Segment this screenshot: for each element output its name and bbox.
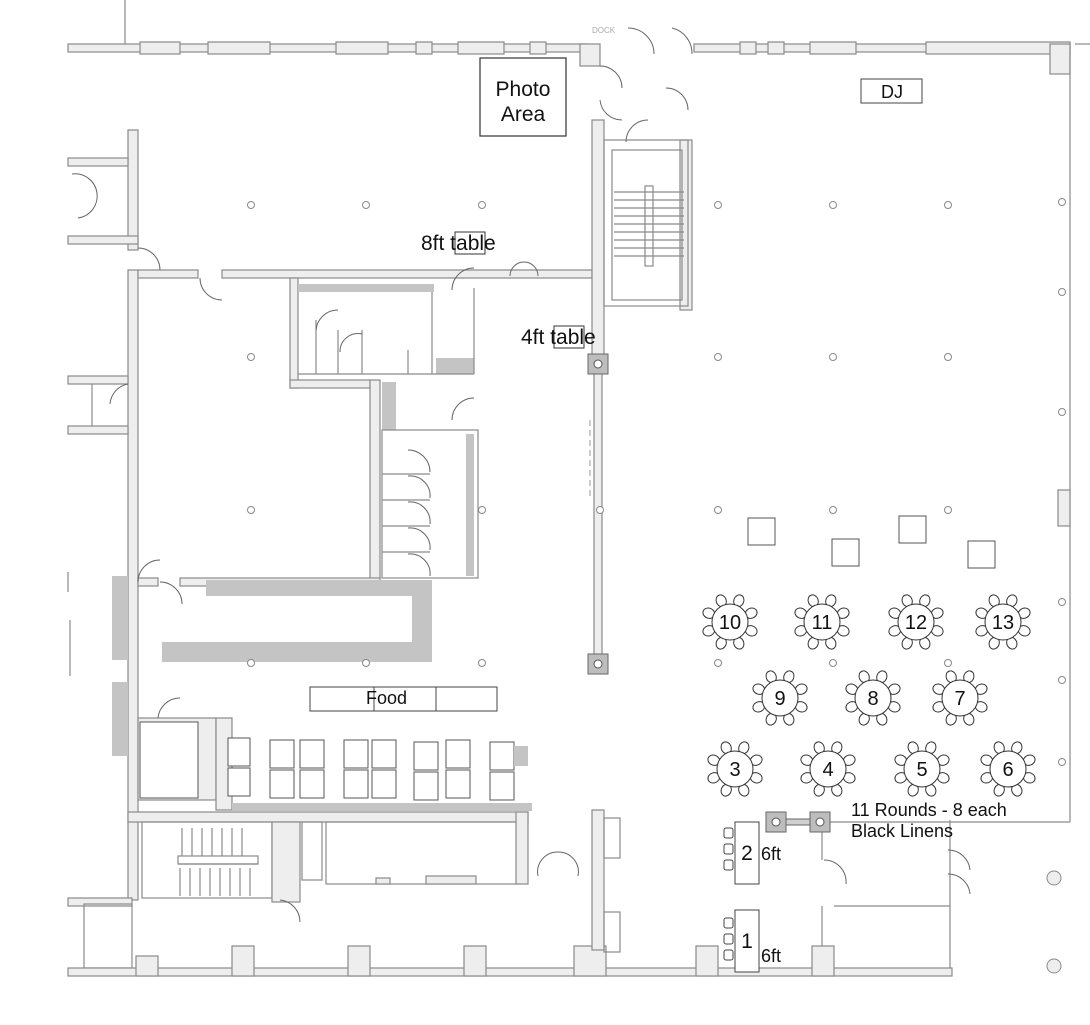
photo-area-label-line2: Area [501,103,546,126]
round-table-6: 6 [980,741,1036,797]
round-table-number: 3 [729,759,740,781]
columns [247,198,1066,766]
8ft-table-label: 8ft table [421,232,496,255]
rect-table-2-number: 2 [741,842,753,865]
food-table-center [373,686,437,712]
round-table-number: 7 [954,688,965,710]
round-table-number: 5 [916,759,927,781]
round-table-8: 8 [845,670,901,726]
round-table-number: 11 [812,612,833,634]
round-table-number: 9 [774,688,785,710]
8ft-table [454,231,486,255]
round-table-top [716,750,754,788]
round-table-number: 13 [992,612,1014,634]
rect-table-1-size: 6ft [761,946,781,966]
office-block [137,277,479,662]
round-table-5: 5 [894,741,950,797]
dj-booth [860,78,923,104]
partition-beam [587,353,609,675]
round-table-top [803,603,841,641]
rect-table-1 [723,909,760,973]
round-table-11: 11 [794,594,850,650]
booth-seating [227,737,528,801]
food-label: Food [366,688,407,708]
rounds-note-line1: 11 Rounds - 8 each [851,800,1007,820]
food-table-left [309,686,375,712]
round-table-top [897,603,935,641]
square-tables [747,515,996,569]
photo-area-label-line1: Photo [496,78,551,101]
round-table-top [711,603,749,641]
round-table-top [903,750,941,788]
round-table-top [941,679,979,717]
round-table-top [809,750,847,788]
bottom-structures [67,717,1062,977]
rect-table-1-number: 1 [741,930,753,953]
round-table-top [761,679,799,717]
dj-label: DJ [881,82,903,102]
rect-table-2-size: 6ft [761,844,781,864]
round-table-number: 4 [822,759,833,781]
4ft-table-label: 4ft table [521,326,596,349]
round-table-top [989,750,1027,788]
round-table-4: 4 [800,741,856,797]
rounds-note-line2: Black Linens [851,821,953,841]
round-table-number: 12 [905,612,927,634]
round-table-10: 10 [702,594,758,650]
round-table-top [984,603,1022,641]
round-table-number: 8 [867,688,878,710]
stair-core-top [591,119,693,361]
rect-table-2 [723,821,760,885]
round-table-3: 3 [707,741,763,797]
round-tables: 10 11 12 13 9 8 7 3 4 5 6 [702,594,1036,797]
food-table-right [435,686,498,712]
round-table-7: 7 [932,670,988,726]
round-table-top [854,679,892,717]
doors [71,27,971,923]
round-table-number: 10 [719,612,741,634]
dock-label: DOCK [592,26,616,35]
round-table-12: 12 [888,594,944,650]
post-pair [765,811,831,833]
photo-area-box [479,57,567,137]
exterior-walls [67,0,1090,823]
4ft-table [553,325,585,349]
round-table-13: 13 [975,594,1031,650]
round-table-number: 6 [1002,759,1013,781]
round-table-9: 9 [752,670,808,726]
